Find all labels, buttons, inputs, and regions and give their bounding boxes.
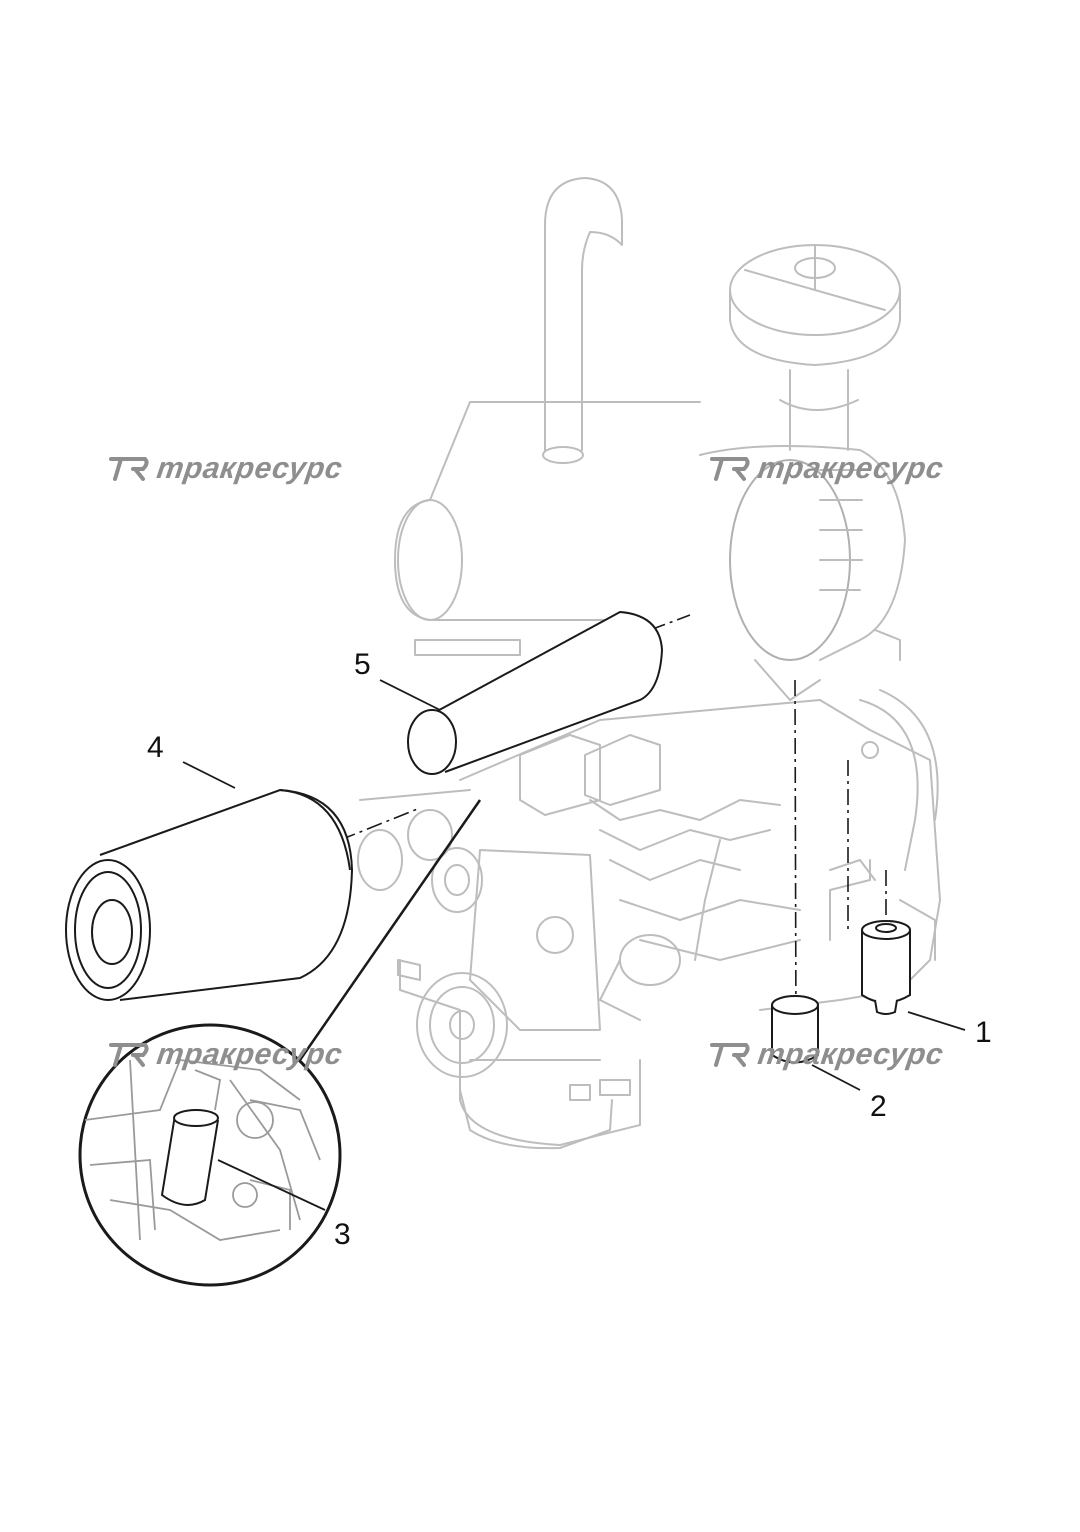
part-inner-safety-filter <box>407 610 664 775</box>
callout-3: 3 <box>334 1218 351 1251</box>
part-outer-air-filter <box>65 788 354 1001</box>
watermark: тракресурс <box>708 452 946 486</box>
tr-logo-icon <box>109 457 149 481</box>
watermark-text: тракресурс <box>154 1038 345 1071</box>
callout-5: 5 <box>354 648 371 681</box>
detail-view <box>78 799 482 1287</box>
part-fuel-filter <box>861 920 911 1015</box>
watermark-text: тракресурс <box>755 1038 946 1071</box>
tr-logo-icon <box>710 1043 750 1067</box>
tr-logo-icon <box>710 457 750 481</box>
engine-ghost <box>357 177 941 1150</box>
tr-logo-icon <box>109 1043 149 1067</box>
watermark: тракресурс <box>107 1038 345 1072</box>
watermark-text: тракресурс <box>755 452 946 485</box>
watermark: тракресурс <box>107 452 345 486</box>
leader-lines <box>182 679 966 1211</box>
callout-2: 2 <box>870 1090 887 1123</box>
part-fuel-prefilter <box>160 1109 219 1206</box>
callout-4: 4 <box>147 731 164 764</box>
watermark: тракресурс <box>708 1038 946 1072</box>
callout-1: 1 <box>975 1016 992 1049</box>
part-oil-filter <box>771 995 819 1064</box>
watermark-text: тракресурс <box>154 452 345 485</box>
